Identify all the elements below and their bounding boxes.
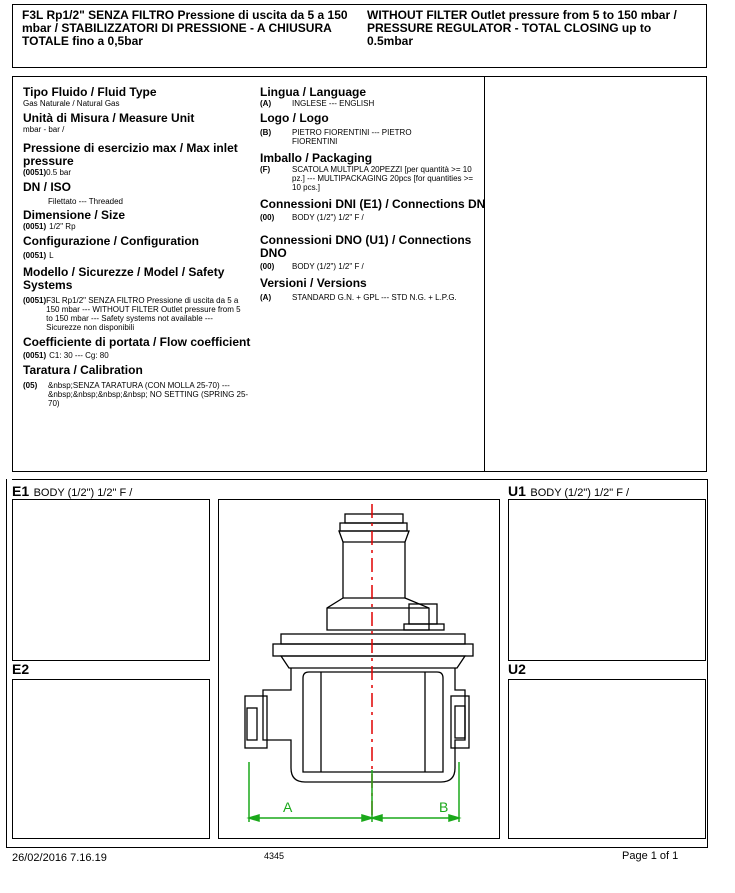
configuration-code: (0051): [23, 251, 47, 260]
e1-heading: E1 BODY (1/2") 1/2" F /: [12, 483, 132, 501]
e2-image-box: [12, 679, 210, 839]
flow-code: (0051): [23, 351, 47, 360]
u1-caption: BODY (1/2") 1/2" F /: [530, 487, 630, 499]
dimension-b-label: B: [439, 799, 448, 815]
calibration-code: (05): [23, 381, 38, 390]
u1-image-box: [508, 499, 706, 661]
version-code: (A): [260, 293, 272, 302]
dn-section: DN / ISO Filettato --- Threaded: [23, 180, 253, 207]
drawing-area-right-line: [707, 479, 708, 847]
dno-section: Connessioni DNO (U1) / Connections DNO (…: [260, 233, 484, 272]
flow-section: Coefficiente di portata / Flow coefficie…: [23, 335, 253, 361]
fluid-type-title: Tipo Fluido / Fluid Type: [23, 85, 157, 99]
measure-unit-section: Unità di Misura / Measure Unit mbar - ba…: [23, 111, 253, 135]
logo-section: Logo / Logo (B) PIETRO FIORENTINI --- PIE…: [260, 111, 484, 147]
model-value: F3L Rp1/2" SENZA FILTRO Pressione di usc…: [46, 296, 241, 332]
logo-value: PIETRO FIORENTINI --- PIETRO FIORENTINI: [292, 128, 412, 146]
dimension-title: Dimensione / Size: [23, 208, 126, 222]
specs-left-column: Tipo Fluido / Fluid Type Gas Naturale / …: [23, 85, 253, 409]
fluid-type-value: Gas Naturale / Natural Gas: [23, 99, 120, 108]
dno-code: (00): [260, 262, 275, 271]
packaging-value: SCATOLA MULTIPLA 20PEZZI [per quantità >…: [292, 165, 474, 192]
configuration-title: Configurazione / Configuration: [23, 234, 199, 248]
logo-code: (B): [260, 128, 272, 137]
calibration-value: &nbsp;SENZA TARATURA (CON MOLLA 25-70) -…: [48, 381, 249, 408]
language-code: (A): [260, 99, 272, 108]
packaging-title: Imballo / Packaging: [260, 151, 373, 165]
e1-label: E1: [12, 483, 30, 499]
pressure-title: Pressione di esercizio max / Max inlet p…: [23, 141, 238, 168]
e2-label: E2: [12, 661, 30, 677]
regulator-drawing-box: A B: [218, 499, 500, 839]
packaging-section: Imballo / Packaging (F) SCATOLA MULTIPLA …: [260, 151, 484, 193]
language-value: INGLESE --- ENGLISH: [292, 99, 375, 108]
footer-page: Page 1 of 1: [622, 850, 679, 862]
version-section: Versioni / Versions (A) STANDARD G.N. + G…: [260, 276, 484, 303]
specs-divider: [484, 76, 485, 472]
model-title: Modello / Sicurezze / Model / Safety Sys…: [23, 265, 225, 292]
model-section: Modello / Sicurezze / Model / Safety Sys…: [23, 265, 253, 333]
e1-image-box: [12, 499, 210, 661]
dno-value: BODY (1/2") 1/2" F /: [292, 262, 364, 271]
header-english: WITHOUT FILTER Outlet pressure from 5 to…: [367, 8, 677, 48]
u1-label: U1: [508, 483, 526, 499]
dno-title: Connessioni DNO (U1) / Connections DNO: [260, 233, 472, 260]
version-title: Versioni / Versions: [260, 276, 367, 290]
u1-heading: U1 BODY (1/2") 1/2" F /: [508, 483, 629, 501]
dni-section: Connessioni DNI (E1) / Connections DNI (…: [260, 197, 484, 223]
fluid-type-section: Tipo Fluido / Fluid Type Gas Naturale / …: [23, 85, 253, 109]
drawing-area-left-line: [6, 479, 7, 847]
calibration-title: Taratura / Calibration: [23, 363, 143, 377]
footer-code: 4345: [264, 851, 285, 861]
language-section: Lingua / Language (A) INGLESE --- ENGLISH: [260, 86, 484, 108]
flow-title: Coefficiente di portata / Flow coefficie…: [23, 335, 251, 349]
dni-title: Connessioni DNI (E1) / Connections DNI: [260, 197, 484, 211]
footer-line: [6, 847, 708, 848]
packaging-code: (F): [260, 165, 271, 174]
u2-label: U2: [508, 661, 526, 677]
pressure-value: 0.5 bar: [46, 168, 72, 177]
u2-image-box: [508, 679, 706, 839]
flow-value: C1: 30 --- Cg: 80: [49, 351, 109, 360]
pressure-code: (0051): [23, 168, 47, 177]
dimension-code: (0051): [23, 222, 47, 231]
dn-title: DN / ISO: [23, 180, 72, 194]
language-title: Lingua / Language: [260, 86, 367, 99]
configuration-section: Configurazione / Configuration (0051)L: [23, 234, 253, 261]
dni-code: (00): [260, 213, 275, 222]
header-italian: F3L Rp1/2" SENZA FILTRO Pressione di usc…: [22, 8, 348, 48]
logo-title: Logo / Logo: [260, 111, 329, 125]
header-box: [12, 4, 707, 68]
calibration-section: Taratura / Calibration (05) &nbsp;SENZA T…: [23, 363, 253, 409]
specs-box: [12, 76, 707, 472]
dimension-a-label: A: [283, 799, 293, 815]
drawing-area-top-line: [12, 479, 707, 480]
regulator-drawing: A B: [244, 504, 474, 823]
measure-unit-value: mbar - bar /: [23, 125, 65, 134]
e1-caption: BODY (1/2") 1/2" F /: [33, 487, 133, 499]
specs-right-column: Lingua / Language (A) INGLESE --- ENGLISH…: [260, 86, 484, 302]
footer-datetime: 26/02/2016 7.16.19: [12, 852, 107, 864]
model-code: (0051): [23, 296, 47, 305]
dimension-value: 1/2" Rp: [49, 222, 76, 231]
configuration-value: L: [49, 251, 54, 260]
measure-unit-title: Unità di Misura / Measure Unit: [23, 111, 195, 125]
dn-value: Filettato --- Threaded: [48, 197, 123, 206]
version-value: STANDARD G.N. + GPL --- STD N.G. + L.P.G…: [292, 293, 457, 302]
dimension-section: Dimensione / Size (0051)1/2" Rp: [23, 208, 253, 232]
pressure-section: Pressione di esercizio max / Max inlet p…: [23, 141, 253, 178]
dni-value: BODY (1/2") 1/2" F /: [292, 213, 364, 222]
